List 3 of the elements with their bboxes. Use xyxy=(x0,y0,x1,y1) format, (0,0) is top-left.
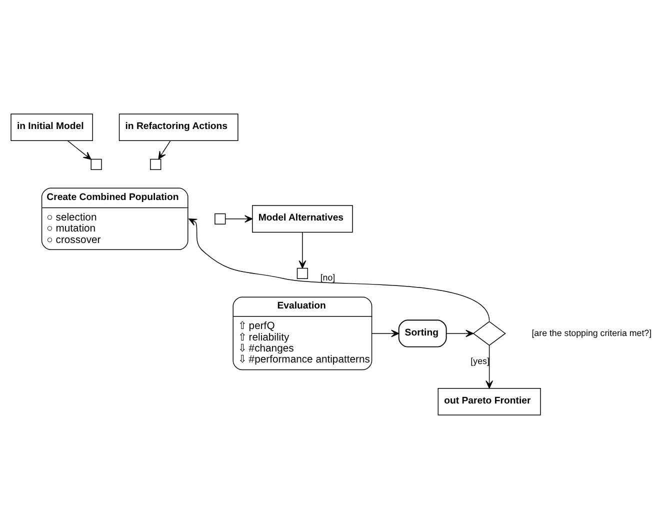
node-label: [are the stopping criteria met?] xyxy=(532,327,652,338)
edge-label: [no] xyxy=(320,272,336,282)
edge-label: [yes] xyxy=(470,356,490,366)
